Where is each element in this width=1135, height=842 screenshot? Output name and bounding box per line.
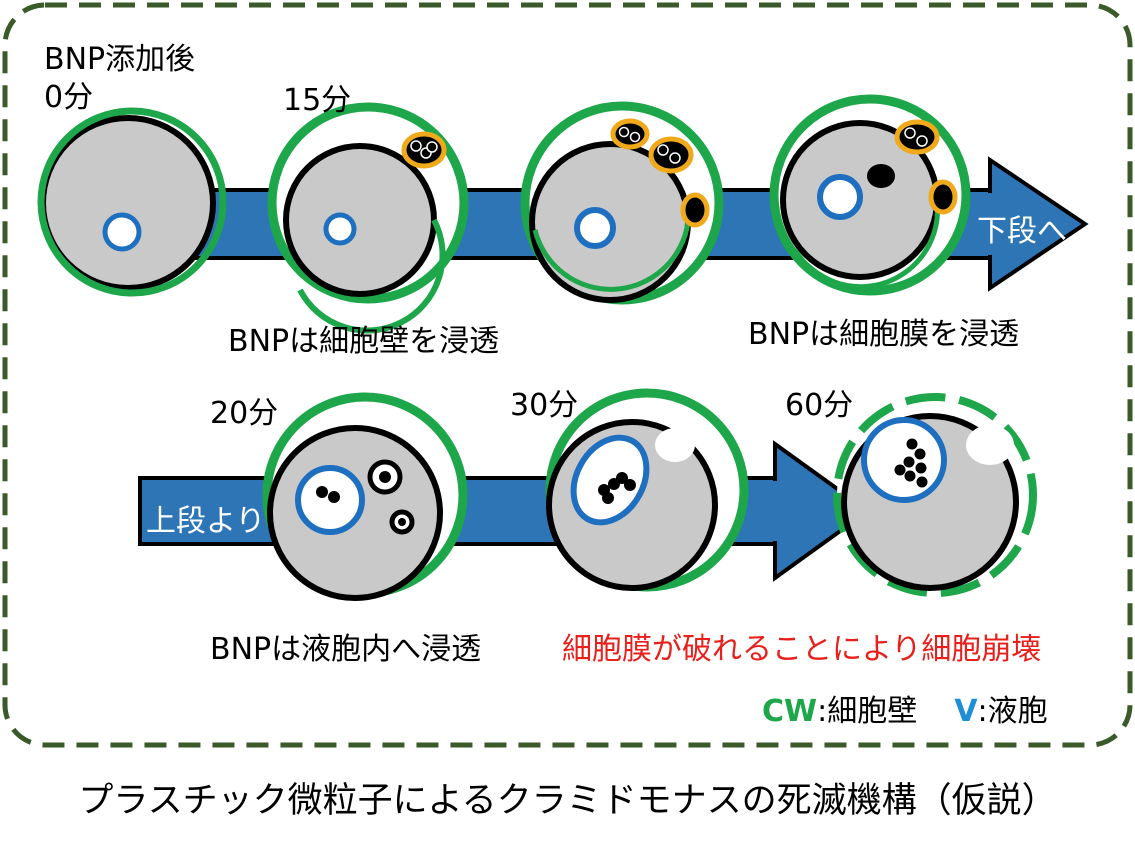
time-60min: 60分 [785, 388, 854, 423]
time-20min: 20分 [210, 396, 279, 431]
dashed-frame [2, 2, 1133, 748]
time-15min: 15分 [283, 83, 352, 118]
header-label-line2: 0分 [44, 80, 94, 115]
cell-membrane-penetration [769, 94, 971, 296]
legend-v-sep: : [977, 694, 988, 729]
legend-v-text: 液胞 [987, 694, 1048, 729]
cell-wall-penetration [520, 101, 724, 305]
legend-v-code: V [954, 694, 978, 729]
header-label-line1: BNP添加後 [44, 42, 196, 77]
cell-60min [833, 393, 1037, 597]
figure-title: プラスチック微粒子によるクラミドモナスの死滅機構（仮説） [78, 781, 1057, 821]
arrow-text-from-top: 上段より [146, 504, 266, 539]
legend-cw-text: 細胞壁 [827, 694, 918, 729]
arrow-text-to-bottom: 下段へ [977, 214, 1067, 249]
cell-30min [545, 388, 749, 592]
caption-wall: BNPは細胞壁を浸透 [228, 324, 500, 359]
legend-cw-code: CW [762, 694, 818, 729]
caption-membrane: BNPは細胞膜を浸透 [748, 317, 1020, 352]
caption-vacuole: BNPは液胞内へ浸透 [210, 632, 482, 667]
caption-collapse: 細胞膜が破れることにより細胞崩壊 [562, 632, 1042, 667]
cell-20min [262, 392, 468, 601]
legend-cw-sep: : [817, 694, 828, 729]
legend: CW:細胞壁 V:液胞 [762, 686, 1048, 730]
cell-0min [37, 107, 227, 297]
cell-15min [267, 102, 469, 334]
time-30min: 30分 [510, 388, 579, 423]
